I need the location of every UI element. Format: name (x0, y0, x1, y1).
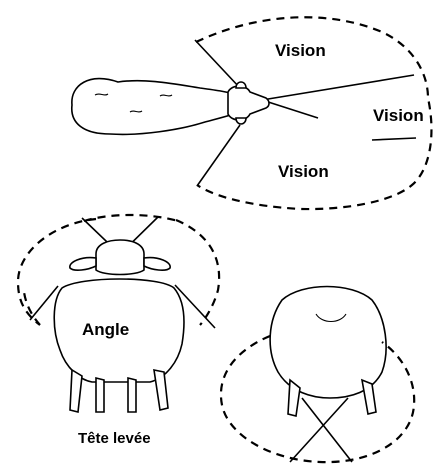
vision-label-bottom: Vision (278, 162, 329, 181)
top-ray-cross-c (372, 138, 416, 140)
front-sheep-leg-mid-left (96, 378, 104, 412)
rear-view-sheep (221, 287, 414, 463)
top-sheep-ear-left (236, 82, 246, 88)
top-sheep-ear-right (236, 118, 246, 124)
front-sheep-head (96, 240, 144, 275)
vision-label-right: Vision (373, 106, 424, 125)
top-sheep-head (228, 86, 269, 120)
rear-sheep-leg-right (362, 380, 376, 414)
top-view-sheep: Vision Vision Vision (72, 17, 432, 209)
front-sheep-ear-left (70, 258, 96, 271)
top-ray-upper (195, 40, 240, 88)
rear-ray-right (290, 398, 348, 462)
front-sheep-leg-mid-right (128, 378, 136, 412)
front-sheep-leg-left (70, 370, 82, 412)
front-view-sheep: Angle Tête levée (18, 215, 219, 450)
angle-label: Angle (82, 320, 129, 339)
top-ray-lower (197, 125, 240, 186)
head-raised-caption: Tête levée (78, 430, 151, 447)
rear-ray-left (302, 398, 352, 462)
vision-label-top: Vision (275, 41, 326, 60)
front-vision-arc-top (84, 215, 178, 221)
rear-sheep-body (270, 287, 386, 399)
top-ray-cross-a (262, 75, 414, 100)
front-sheep-leg-right (154, 370, 168, 410)
front-sheep-ear-right (144, 258, 170, 271)
top-ray-cross-b (262, 100, 318, 118)
top-sheep-body (72, 79, 240, 135)
